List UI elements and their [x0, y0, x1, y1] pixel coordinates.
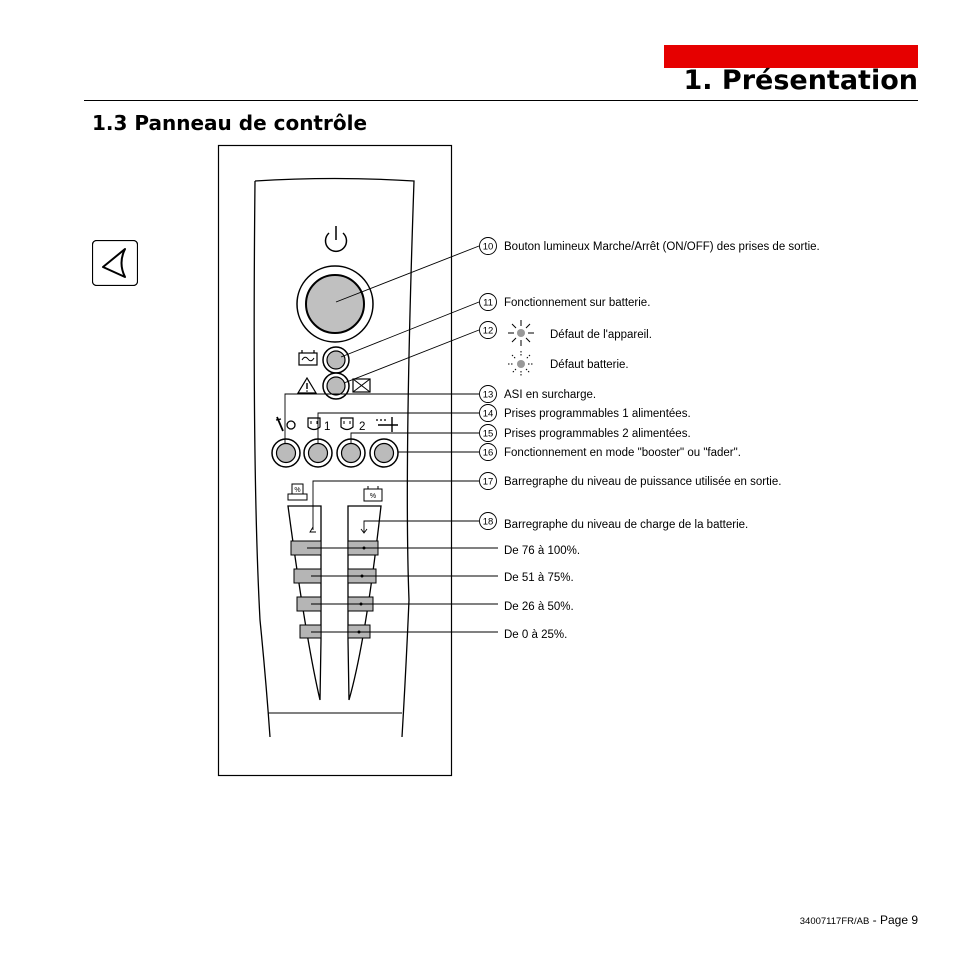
svg-text:14: 14: [483, 409, 494, 420]
callout-10: 10 Bouton lumineux Marche/Arrêt (ON/OFF)…: [479, 237, 820, 255]
callout-17: 17 Barregraphe du niveau de puissance ut…: [479, 472, 781, 490]
battery-mode-led: [322, 346, 350, 374]
svg-text:Fonctionnement sur batterie.: Fonctionnement sur batterie.: [504, 297, 650, 309]
fault-led: [322, 372, 350, 400]
svg-text:Bouton lumineux Marche/Arrêt (: Bouton lumineux Marche/Arrêt (ON/OFF) de…: [504, 241, 820, 253]
level-51-75-label: De 51 à 75%.: [504, 572, 574, 584]
battery-fault-icon: [352, 378, 371, 393]
battery-fault-label: Défaut batterie.: [550, 359, 629, 371]
level-26-50-label: De 26 à 50%.: [504, 601, 574, 613]
svg-text:Prises programmables 1 aliment: Prises programmables 1 alimentées.: [504, 408, 691, 420]
warning-icon: [296, 376, 318, 394]
callout-13: 13 ASI en surcharge.: [479, 385, 596, 403]
overload-led: [271, 438, 301, 468]
callout-16: 16 Fonctionnement en mode "booster" ou "…: [479, 443, 741, 461]
svg-text:Fonctionnement en mode "booste: Fonctionnement en mode "booster" ou "fad…: [504, 447, 741, 459]
svg-text:18: 18: [483, 517, 494, 528]
triangle-pointer-icon: [92, 240, 138, 286]
power-icon: [324, 226, 348, 252]
svg-text:13: 13: [483, 390, 494, 401]
on-off-button[interactable]: [296, 265, 374, 343]
section-title: 1.3 Panneau de contrôle: [92, 111, 368, 135]
bargraph-segments: [290, 540, 379, 639]
outlet-2-icon: [340, 417, 354, 431]
svg-text:16: 16: [483, 448, 494, 459]
battery-mode-icon: [298, 350, 318, 366]
device-fault-label: Défaut de l'appareil.: [550, 329, 652, 341]
battery-charge-bargraph-icon: %: [363, 486, 383, 502]
chapter-divider: [84, 100, 918, 101]
level-0-25-label: De 0 à 25%.: [504, 629, 567, 641]
outlet-1-label: 1: [324, 421, 330, 433]
svg-text:10: 10: [483, 242, 494, 253]
svg-text:%: %: [370, 493, 376, 500]
svg-text:Prises programmables 2 aliment: Prises programmables 2 alimentées.: [504, 428, 691, 440]
page-footer: 34007117FR/AB - Page 9: [800, 912, 918, 930]
callout-15: 15 Prises programmables 2 alimentées.: [479, 424, 691, 442]
callout-11: 11 Fonctionnement sur batterie.: [479, 293, 650, 311]
figure-frame: [217, 144, 453, 777]
device-fault-blink-icon: [508, 320, 534, 346]
booster-fader-icon: [376, 417, 398, 432]
leader-lines: [284, 245, 498, 633]
booster-fader-led: [369, 438, 399, 468]
outlet-1-icon: [307, 417, 321, 431]
chapter-title: 1. Présentation: [683, 65, 918, 96]
level-76-100-label: De 76 à 100%.: [504, 545, 580, 557]
callout-14: 14 Prises programmables 1 alimentées.: [479, 404, 691, 422]
outlet-2-led: [336, 438, 366, 468]
svg-text:%: %: [294, 487, 300, 494]
callout-12: 12: [479, 321, 497, 339]
outlet-1-led: [303, 438, 333, 468]
battery-fault-blink-icon: [508, 351, 534, 377]
svg-text:11: 11: [483, 298, 493, 309]
output-power-bargraph-icon: %: [287, 483, 308, 501]
svg-text:ASI en surcharge.: ASI en surcharge.: [504, 389, 596, 401]
panel-body-outline: [254, 177, 415, 738]
page-number: - Page 9: [869, 913, 918, 927]
svg-text:Barregraphe du niveau de charg: Barregraphe du niveau de charge de la ba…: [504, 519, 748, 531]
document-reference: 34007117FR/AB: [799, 916, 870, 927]
svg-text:Barregraphe du niveau de puiss: Barregraphe du niveau de puissance utili…: [504, 476, 781, 488]
svg-text:17: 17: [483, 477, 494, 488]
svg-text:12: 12: [483, 326, 494, 337]
overload-icon: [275, 416, 296, 432]
svg-text:15: 15: [483, 429, 494, 440]
outlet-2-label: 2: [359, 421, 365, 433]
callout-18: 18 Barregraphe du niveau de charge de la…: [479, 512, 748, 531]
header-accent-bar: [664, 45, 918, 68]
